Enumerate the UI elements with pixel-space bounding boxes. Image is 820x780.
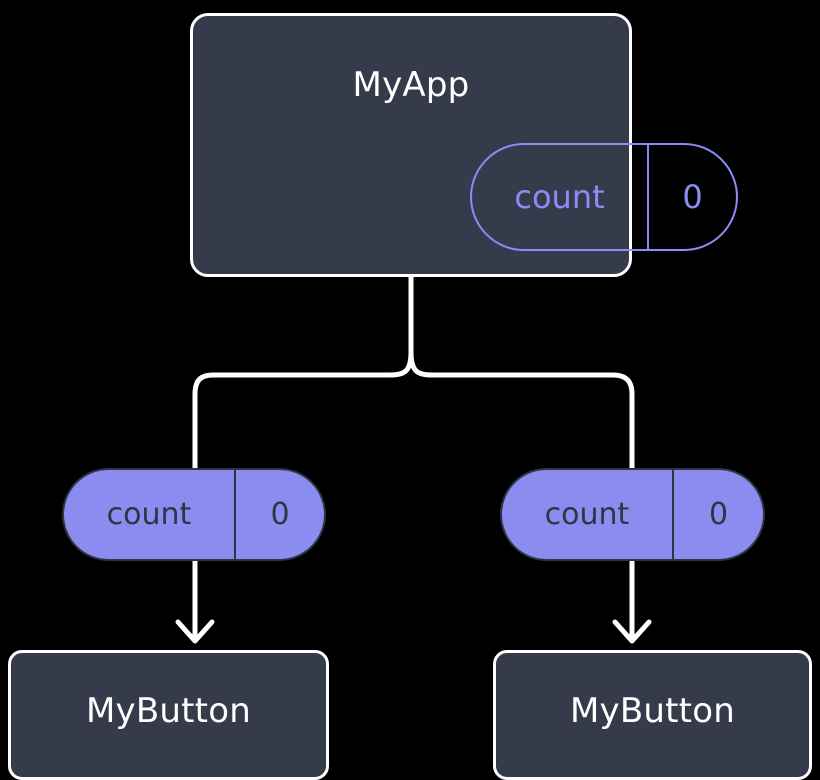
component-label-mybutton: MyButton [570,691,735,731]
state-key-label: count [472,145,649,249]
prop-value-label: 0 [270,496,290,532]
component-label-mybutton: MyButton [86,691,251,731]
state-value-label: 0 [682,178,703,216]
state-pill-myapp[interactable]: count 0 [470,143,738,251]
edge-branch-left [192,349,414,471]
edge-branch-right [408,349,635,471]
component-node-mybutton-left[interactable]: MyButton [8,650,329,780]
prop-key-label: count [64,470,236,559]
component-node-mybutton-right[interactable]: MyButton [493,650,812,780]
arrowhead-right-icon [612,619,652,644]
prop-key-label: count [502,470,674,559]
prop-value-label: 0 [708,496,729,532]
component-label-myapp: MyApp [352,65,470,105]
prop-pill-right[interactable]: count 0 [500,468,765,561]
prop-pill-left[interactable]: count 0 [62,468,326,561]
arrowhead-left-icon [175,619,215,644]
component-node-myapp[interactable]: MyApp count 0 [190,13,738,277]
